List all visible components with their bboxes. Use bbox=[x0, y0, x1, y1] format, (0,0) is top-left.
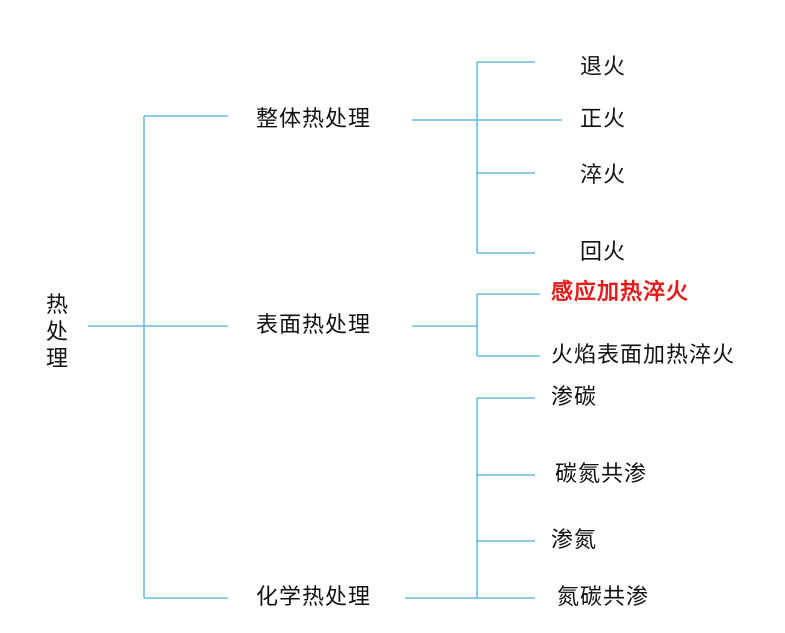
branch-label-3: 化学热处理 bbox=[256, 585, 372, 610]
root-label: 热处理 bbox=[45, 293, 68, 372]
leaf-label-2-1: 感应加热淬火 bbox=[551, 279, 690, 305]
leaf-label-3-3: 渗氮 bbox=[551, 528, 598, 553]
leaf-label-3-1: 渗碳 bbox=[551, 385, 598, 410]
leaf-label-1-3: 淬火 bbox=[580, 163, 627, 188]
leaf-label-2-2: 火焰表面加热淬火 bbox=[551, 343, 736, 368]
leaf-label-1-1: 退火 bbox=[580, 55, 627, 80]
leaf-label-3-4: 氮碳共渗 bbox=[557, 585, 650, 610]
leaf-label-1-4: 回火 bbox=[580, 240, 627, 265]
leaf-label-3-2: 碳氮共渗 bbox=[555, 462, 648, 487]
branch-label-1: 整体热处理 bbox=[256, 107, 372, 132]
leaf-label-1-2: 正火 bbox=[580, 107, 627, 132]
branch-label-2: 表面热处理 bbox=[256, 313, 372, 338]
